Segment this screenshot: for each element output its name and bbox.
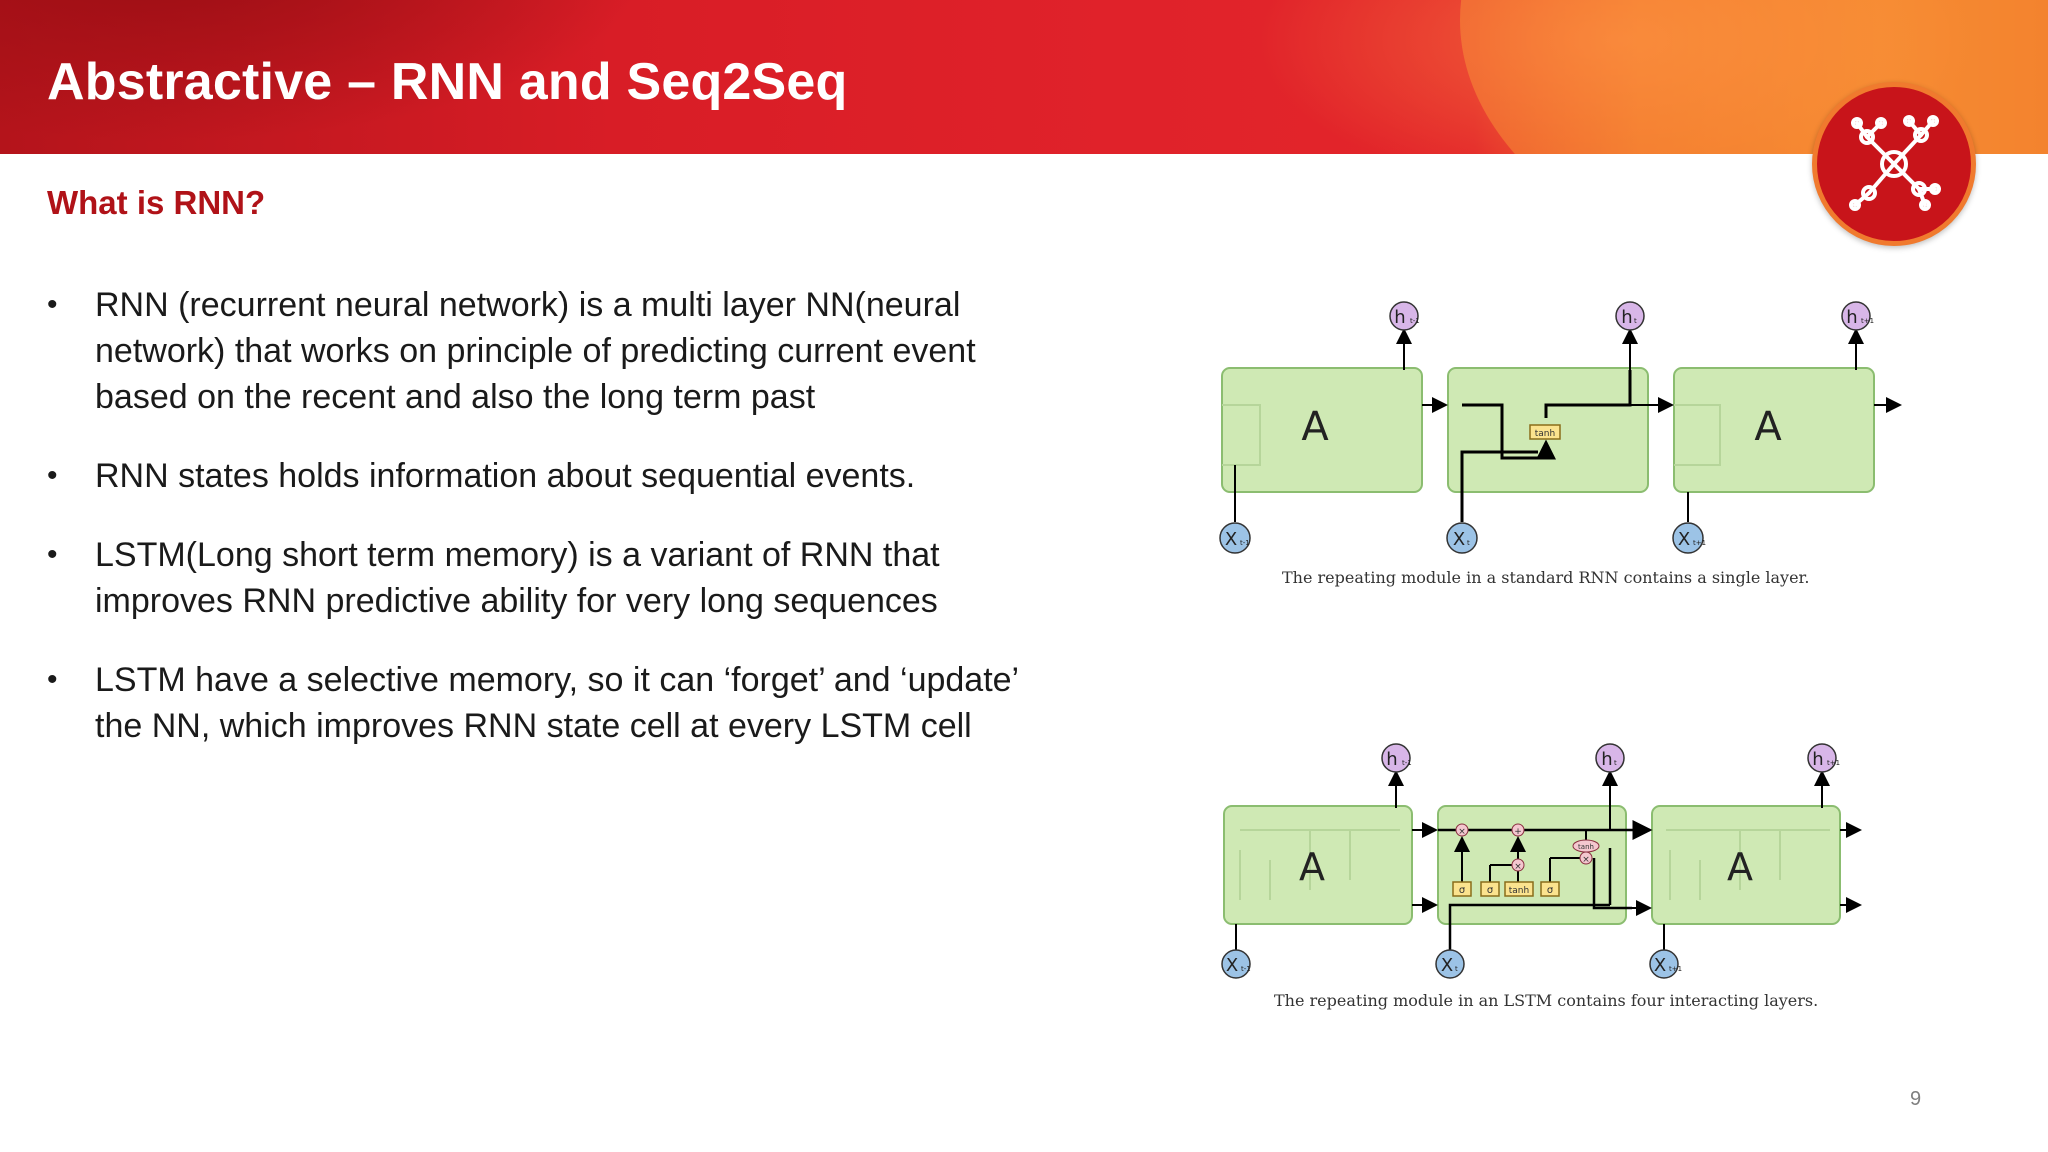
lstm-caption: The repeating module in an LSTM contains… [1274,991,1819,1010]
svg-text:t-1: t-1 [1402,759,1412,767]
svg-text:X: X [1654,955,1666,976]
svg-text:σ: σ [1459,885,1466,896]
rnn-input-node: X t [1446,522,1478,554]
slide-title: Abstractive – RNN and Seq2Seq [47,53,848,111]
svg-text:X: X [1226,955,1238,976]
svg-text:X: X [1453,529,1465,550]
lstm-diagram: σ σ tanh σ × + × × [1200,730,1880,990]
bullet-text: RNN states holds information about seque… [95,457,916,495]
lstm-gate-layer: σ [1540,881,1560,897]
rnn-diagram: tanh A A h t-1 h t h t+1 X t-1 [1200,290,1920,570]
lstm-pointwise-op: + [1511,823,1525,837]
svg-text:t: t [1614,759,1617,767]
svg-text:X: X [1678,529,1690,550]
rnn-cell-right [1673,367,1875,493]
svg-text:X: X [1441,955,1453,976]
lstm-pointwise-op: × [1511,858,1525,872]
page-number: 9 [1910,1088,1922,1110]
bullet-marker: • [47,459,58,492]
rnn-output-node: h t-1 [1389,301,1420,331]
lstm-input-node: X t-1 [1221,949,1251,979]
rnn-output-node: h t+1 [1841,301,1874,331]
lstm-gate-layer: σ [1452,881,1472,897]
bullet-item: • LSTM have a selective memory, so it ca… [47,657,1067,749]
lstm-output-node: h t-1 [1381,743,1412,773]
network-nodes-icon [1849,115,1941,211]
bullet-item: • RNN states holds information about seq… [47,453,1067,499]
svg-text:σ: σ [1547,885,1554,896]
svg-text:h: h [1601,749,1612,770]
svg-text:t-1: t-1 [1410,317,1420,325]
bullet-item: • LSTM(Long short term memory) is a vari… [47,532,1067,624]
svg-text:h: h [1812,749,1823,770]
bullet-marker: • [47,538,58,571]
svg-text:h: h [1621,307,1632,328]
svg-text:t+1: t+1 [1669,965,1682,973]
rnn-cell-label: A [1754,404,1782,450]
lstm-cell-center [1437,805,1627,925]
section-heading: What is RNN? [47,184,266,221]
svg-text:t+1: t+1 [1693,539,1706,547]
rnn-tanh-layer [1529,424,1561,440]
svg-text:t: t [1634,317,1637,325]
rnn-input-node: X t-1 [1219,522,1251,554]
lstm-gate-layer: σ [1480,881,1500,897]
svg-text:t+1: t+1 [1861,317,1874,325]
svg-text:t: t [1467,539,1470,547]
svg-text:tanh: tanh [1509,886,1529,896]
svg-text:×: × [1514,862,1522,872]
title-banner: Abstractive – RNN and Seq2Seq [0,0,2048,154]
bullet-text: RNN (recurrent neural network) is a mult… [95,286,976,416]
lstm-input-node: X t [1435,949,1465,979]
bullet-list: • RNN (recurrent neural network) is a mu… [47,282,1067,782]
rnn-cell-label: A [1301,404,1329,450]
svg-text:t+1: t+1 [1827,759,1840,767]
svg-text:X: X [1225,529,1237,550]
lstm-input-node: X t+1 [1649,949,1682,979]
rnn-caption: The repeating module in a standard RNN c… [1282,568,1810,587]
bullet-text: LSTM have a selective memory, so it can … [95,661,1018,745]
lstm-output-node: h t [1595,743,1625,773]
lstm-output-node: h t+1 [1807,743,1840,773]
lstm-cell-label: A [1299,845,1325,889]
lstm-output-tanh: tanh [1572,839,1600,853]
lstm-pointwise-op: × [1579,851,1593,865]
bullet-text: LSTM(Long short term memory) is a varian… [95,536,940,620]
rnn-output-node: h t [1615,301,1645,331]
bullet-marker: • [47,663,58,696]
svg-text:t-1: t-1 [1240,539,1250,547]
lstm-cell-label: A [1727,845,1753,889]
logo-badge [1812,82,1976,246]
svg-text:h: h [1386,749,1397,770]
bullet-item: • RNN (recurrent neural network) is a mu… [47,282,1067,420]
svg-text:tanh: tanh [1578,843,1594,851]
lstm-gate-layer: tanh [1504,881,1534,897]
lstm-pointwise-op: × [1455,823,1469,837]
svg-text:σ: σ [1487,885,1494,896]
rnn-input-node: X t+1 [1672,522,1706,554]
svg-text:t: t [1455,965,1458,973]
banner-sheen-decoration [0,0,2048,154]
rnn-tanh-label: tanh [1535,429,1555,439]
svg-text:t-1: t-1 [1241,965,1251,973]
svg-text:×: × [1582,855,1590,865]
svg-text:+: + [1514,827,1522,837]
svg-text:h: h [1394,307,1405,328]
svg-text:h: h [1846,307,1857,328]
bullet-marker: • [47,288,58,321]
svg-text:×: × [1458,827,1466,837]
rnn-cell-left [1221,367,1423,493]
